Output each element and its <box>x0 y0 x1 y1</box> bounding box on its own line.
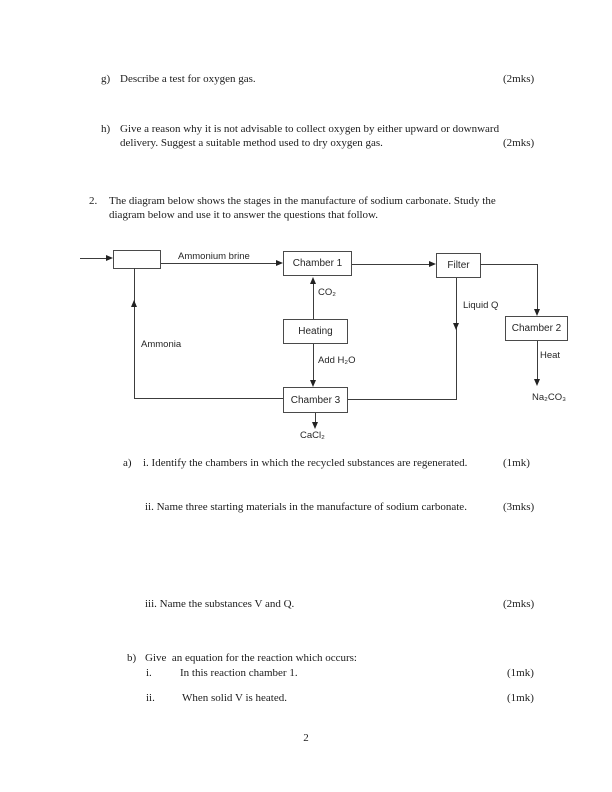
question-a-iii-marks: (2mks) <box>503 598 535 610</box>
question-g-label: g) <box>101 73 111 85</box>
question-h-line2: delivery. Suggest a suitable method used… <box>120 137 383 149</box>
flow-line-feed <box>80 258 107 260</box>
flow-line-liquid-q <box>456 278 458 400</box>
question-h-line1: Give a reason why it is not advisable to… <box>120 123 500 135</box>
flow-line-heat <box>537 341 539 380</box>
question-h-label: h) <box>101 123 111 135</box>
flow-line-chamber3-left <box>134 398 283 400</box>
question-a-ii-text: ii. Name three starting materials in the… <box>145 501 467 513</box>
label-heat: Heat <box>540 350 561 361</box>
page-number: 2 <box>303 732 309 744</box>
chamber1-box: Chamber 1 <box>283 251 352 276</box>
label-ammonia: Ammonia <box>141 339 182 350</box>
label-na2co3: Na₂CO₃ <box>532 392 566 403</box>
question-a-ii-marks: (3mks) <box>503 501 535 513</box>
arrowhead-right-icon <box>276 260 283 266</box>
question-a-label: a) <box>123 457 132 469</box>
flow-line-ammonium-brine <box>161 263 277 265</box>
flow-line-to-chamber2 <box>537 264 539 310</box>
arrowhead-down-icon <box>534 379 540 386</box>
flow-line-chamber1-filter <box>352 264 430 266</box>
flow-line-cacl2 <box>315 413 317 423</box>
label-ammonium-brine: Ammonium brine <box>178 251 250 262</box>
flow-line-co2 <box>313 283 315 319</box>
flow-line-ammonia-recycle <box>134 268 136 399</box>
chamber3-box: Chamber 3 <box>283 387 348 413</box>
arrowhead-right-icon <box>106 255 113 261</box>
question-2-line2: diagram below and use it to answer the q… <box>109 209 379 221</box>
label-add-h2o: Add H₂O <box>318 355 356 366</box>
flow-line-add-h2o <box>313 344 315 381</box>
question-a-i-text: i. Identify the chambers in which the re… <box>143 457 468 469</box>
arrowhead-down-icon <box>453 323 459 330</box>
question-b-ii-marks: (1mk) <box>507 692 534 704</box>
filter-box: Filter <box>436 253 481 278</box>
question-2-line1: The diagram below shows the stages in th… <box>109 195 496 207</box>
flow-line-filter-right <box>480 264 538 266</box>
arrowhead-up-icon <box>310 277 316 284</box>
question-b-label: b) <box>127 652 137 664</box>
chamber2-box: Chamber 2 <box>505 316 568 341</box>
arrowhead-down-icon <box>312 422 318 429</box>
question-g-marks: (2mks) <box>503 73 535 85</box>
question-a-iii-text: iii. Name the substances V and Q. <box>145 598 295 610</box>
question-g-text: Describe a test for oxygen gas. <box>120 73 256 85</box>
question-2-label: 2. <box>89 195 98 207</box>
question-h-marks: (2mks) <box>503 137 535 149</box>
arrowhead-up-icon <box>131 300 137 307</box>
heating-box: Heating <box>283 319 348 344</box>
arrowhead-down-icon <box>534 309 540 316</box>
arrowhead-right-icon <box>429 261 436 267</box>
question-b-i-text: In this reaction chamber 1. <box>180 667 298 679</box>
question-b-ii-label: ii. <box>146 692 155 704</box>
question-b-i-marks: (1mk) <box>507 667 534 679</box>
arrowhead-down-icon <box>310 380 316 387</box>
question-b-i-label: i. <box>146 667 152 679</box>
label-cacl2: CaCl₂ <box>300 430 325 441</box>
flow-line-chamber3-right <box>348 399 456 401</box>
question-a-i-marks: (1mk) <box>503 457 530 469</box>
question-b-ii-text: When solid V is heated. <box>182 692 287 704</box>
label-liquid-q: Liquid Q <box>463 300 499 311</box>
question-b-text: Give an equation for the reaction which … <box>145 652 357 664</box>
label-co2: CO₂ <box>318 287 336 298</box>
brine-mixer-box <box>113 250 161 269</box>
